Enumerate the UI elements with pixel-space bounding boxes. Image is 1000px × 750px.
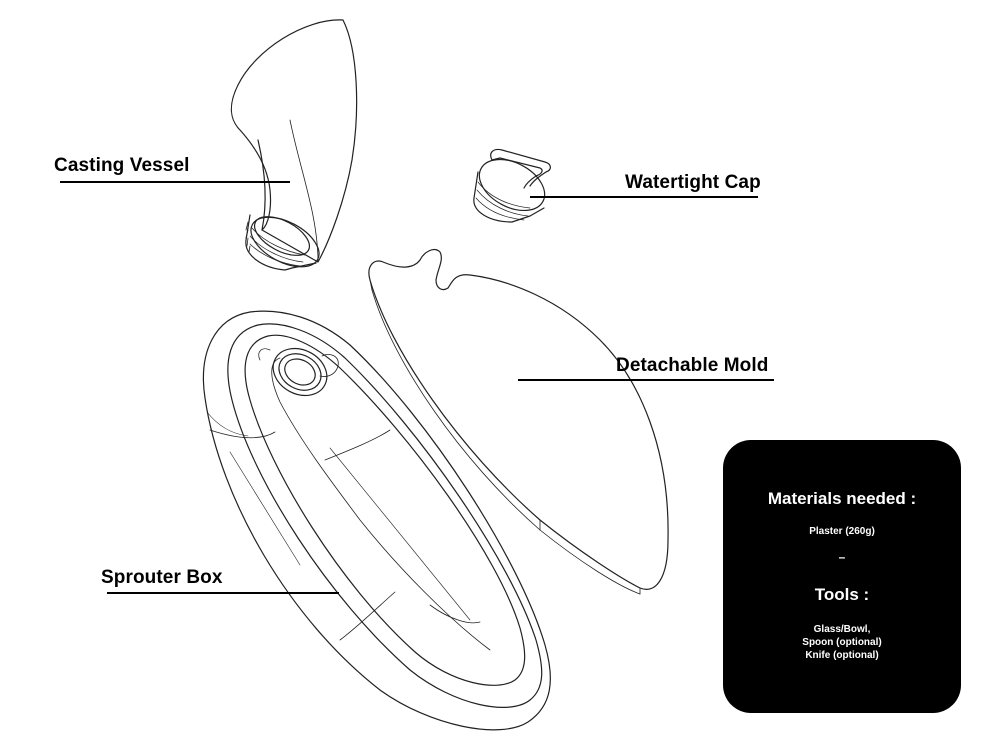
watertight-cap-label: Watertight Cap xyxy=(625,172,761,193)
watertight-cap-leader-line xyxy=(530,196,758,198)
casting-vessel-leader-line xyxy=(60,181,290,183)
casting-vessel-drawing xyxy=(230,19,358,271)
detachable-mold-leader-line xyxy=(518,379,774,381)
info-box: Materials needed : Plaster (260g) – Tool… xyxy=(723,440,961,713)
tools-heading: Tools : xyxy=(814,585,870,604)
casting-vessel-label: Casting Vessel xyxy=(54,155,190,176)
separator: – xyxy=(838,550,846,564)
watertight-cap-drawing xyxy=(473,148,551,223)
tool-item: Spoon (optional) xyxy=(802,637,882,648)
detachable-mold-drawing xyxy=(368,248,669,595)
sprouter-box-label: Sprouter Box xyxy=(101,567,223,588)
materials-list: Plaster (260g) xyxy=(809,526,875,537)
sprouter-box-drawing xyxy=(202,310,551,731)
sprouter-box-leader-line xyxy=(107,592,339,594)
tools-list: Glass/Bowl, Spoon (optional) Knife (opti… xyxy=(723,623,961,662)
detachable-mold-label: Detachable Mold xyxy=(616,355,769,376)
materials-heading: Materials needed : xyxy=(767,489,917,508)
tool-item: Glass/Bowl, xyxy=(813,624,871,635)
tool-item: Knife (optional) xyxy=(805,650,879,661)
